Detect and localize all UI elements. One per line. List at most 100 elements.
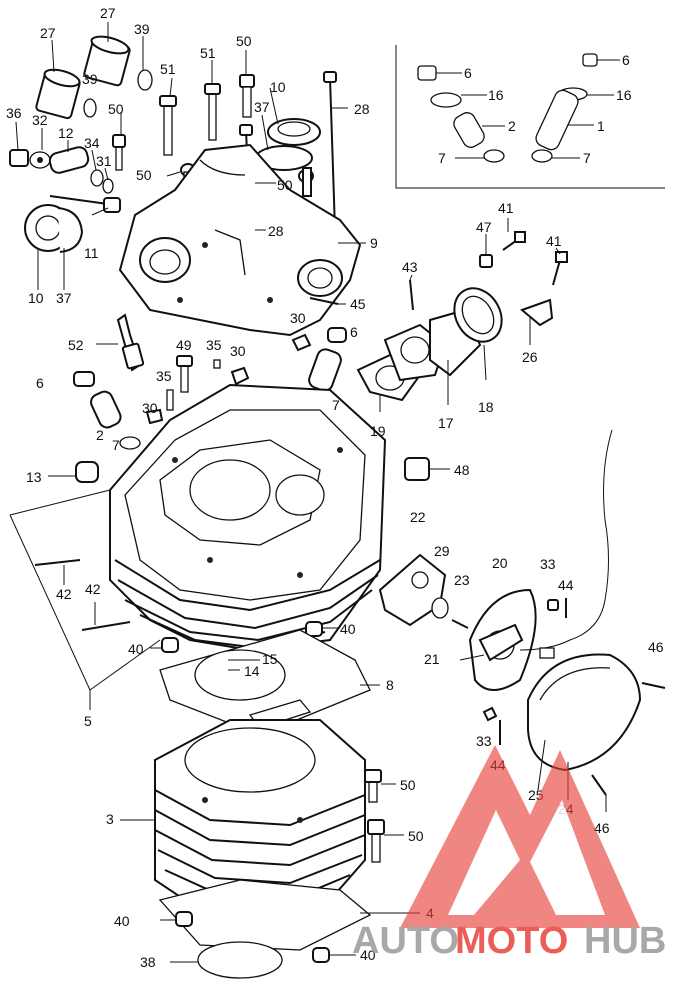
label-7: 7 — [112, 437, 120, 453]
label-51: 51 — [160, 61, 176, 77]
label-40: 40 — [360, 947, 376, 963]
valve-guide — [453, 112, 485, 148]
cylinder-head — [109, 383, 387, 652]
label-37: 37 — [254, 99, 270, 115]
label-46: 46 — [648, 639, 664, 655]
label-35: 35 — [156, 368, 172, 384]
label-7: 7 — [332, 397, 340, 413]
o-ring — [197, 941, 283, 979]
label-21: 21 — [424, 651, 440, 667]
label-39: 39 — [82, 71, 98, 87]
valve-guide — [535, 89, 579, 151]
label-8: 8 — [386, 677, 394, 693]
bracket-parts — [479, 231, 568, 345]
watermark-word-moto: MOTO — [455, 920, 568, 962]
label-51: 51 — [200, 45, 216, 61]
label-16: 16 — [488, 87, 504, 103]
label-1: 1 — [597, 118, 605, 134]
breaker-plate — [459, 429, 613, 691]
label-42: 42 — [56, 586, 72, 602]
label-18: 18 — [478, 399, 494, 415]
label-50: 50 — [108, 101, 124, 117]
label-2: 2 — [96, 427, 104, 443]
head-cover — [118, 143, 366, 337]
label-28: 28 — [354, 101, 370, 117]
valve-seal — [417, 65, 437, 81]
label-40: 40 — [340, 621, 356, 637]
label-10: 10 — [270, 79, 286, 95]
label-14: 14 — [244, 663, 260, 679]
base-gasket — [158, 879, 372, 951]
label-16: 16 — [616, 87, 632, 103]
label-37: 37 — [56, 290, 72, 306]
valve-guide-inset — [395, 45, 665, 189]
bolt — [208, 87, 217, 141]
label-9: 9 — [370, 235, 378, 251]
label-6: 6 — [622, 52, 630, 68]
label-50: 50 — [236, 33, 252, 49]
label-7: 7 — [438, 150, 446, 166]
label-29: 29 — [434, 543, 450, 559]
label-33: 33 — [540, 556, 556, 572]
label-39: 39 — [134, 21, 150, 37]
label-6: 6 — [350, 324, 358, 340]
bracket — [520, 298, 554, 327]
label-27: 27 — [40, 25, 56, 41]
label-6: 6 — [36, 375, 44, 391]
label-44: 44 — [558, 577, 574, 593]
valve-seal — [582, 53, 598, 67]
label-3: 3 — [106, 811, 114, 827]
label-48: 48 — [454, 462, 470, 478]
label-46: 46 — [594, 820, 610, 836]
label-30: 30 — [290, 310, 306, 326]
bushing — [404, 457, 430, 481]
label-23: 23 — [454, 572, 470, 588]
label-6: 6 — [464, 65, 472, 81]
bolt — [163, 99, 173, 156]
label-42: 42 — [85, 581, 101, 597]
label-49: 49 — [176, 337, 192, 353]
label-22: 22 — [410, 509, 426, 525]
label-36: 36 — [6, 105, 22, 121]
cylinder-block — [120, 719, 366, 917]
watermark-logo-mark — [400, 745, 640, 928]
label-30: 30 — [142, 400, 158, 416]
label-35: 35 — [206, 337, 222, 353]
label-30: 30 — [230, 343, 246, 359]
label-50: 50 — [408, 828, 424, 844]
o-ring — [483, 149, 505, 163]
label-19: 19 — [370, 423, 386, 439]
tach-drive — [378, 553, 469, 629]
label-40: 40 — [128, 641, 144, 657]
point-cover — [527, 653, 642, 800]
nut — [9, 149, 29, 167]
label-47: 47 — [476, 219, 492, 235]
label-38: 38 — [140, 954, 156, 970]
label-10: 10 — [28, 290, 44, 306]
label-26: 26 — [522, 349, 538, 365]
shaft — [48, 146, 90, 174]
label-2: 2 — [508, 118, 516, 134]
label-41: 41 — [546, 233, 562, 249]
label-50: 50 — [400, 777, 416, 793]
valve-clip — [430, 92, 462, 108]
label-17: 17 — [438, 415, 454, 431]
label-11: 11 — [84, 245, 99, 261]
label-28: 28 — [268, 223, 284, 239]
label-45: 45 — [350, 296, 366, 312]
label-33: 33 — [476, 733, 492, 749]
label-50: 50 — [277, 177, 293, 193]
dowel — [75, 461, 99, 483]
label-40: 40 — [114, 913, 130, 929]
o-ring — [83, 98, 97, 118]
part-number-labels: 27 27 39 39 51 51 50 10 37 28 50 36 32 1… — [6, 5, 664, 970]
label-50: 50 — [136, 167, 152, 183]
label-34: 34 — [84, 135, 100, 151]
watermark-word-hub: HUB — [584, 920, 666, 962]
o-ring — [137, 69, 153, 91]
label-43: 43 — [402, 259, 418, 275]
label-12: 12 — [58, 125, 74, 141]
label-7: 7 — [583, 150, 591, 166]
head-gasket — [159, 629, 380, 736]
